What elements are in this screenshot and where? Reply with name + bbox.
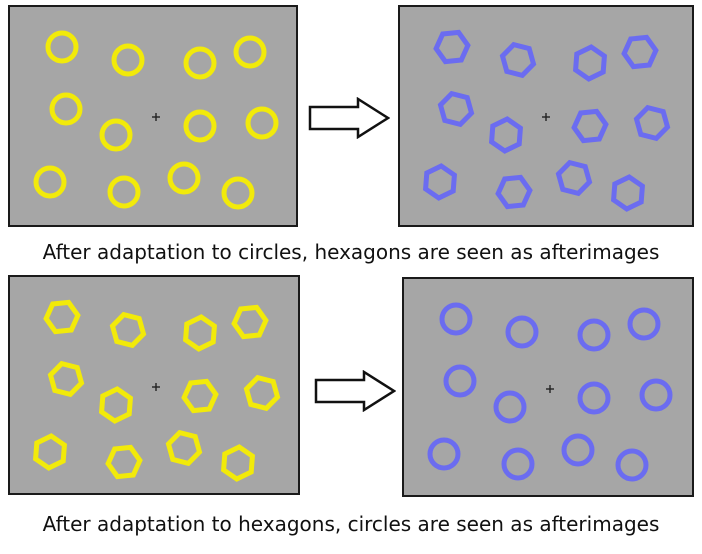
hexagon-shape	[43, 299, 81, 335]
circle-shape	[33, 165, 67, 199]
hexagon-shape	[231, 304, 269, 340]
caption-hexagons-to-circles: After adaptation to hexagons, circles ar…	[42, 512, 660, 536]
right-arrow-icon	[308, 97, 390, 139]
circle-shape	[427, 437, 461, 471]
circle-shape	[221, 176, 255, 210]
adapt-panel-hexagons-shapes	[32, 299, 281, 482]
adapt-panel-circles	[8, 5, 298, 227]
hexagon-shape	[243, 374, 281, 412]
afterimage-panel-circles	[402, 277, 694, 497]
circle-shape	[233, 35, 267, 69]
hexagon-shape	[181, 378, 219, 414]
circle-shape	[107, 175, 141, 209]
circle-shape	[443, 364, 477, 398]
hexagon-shape	[572, 44, 608, 82]
hexagon-shape	[437, 90, 475, 128]
circle-shape	[45, 30, 79, 64]
circle-shape	[183, 46, 217, 80]
hexagon-shape	[499, 41, 537, 79]
afterimage-panel-hexagons	[398, 5, 694, 227]
hexagon-shape	[555, 159, 593, 197]
fixation-cross-icon	[152, 383, 160, 391]
hexagon-shape	[47, 360, 85, 398]
adapt-panel-circles-shapes	[33, 30, 279, 210]
circle-shape	[561, 433, 595, 467]
circle-shape	[493, 390, 527, 424]
circle-shape	[99, 118, 133, 152]
circle-shape	[245, 106, 279, 140]
hexagon-shape	[165, 429, 203, 467]
circle-shape	[577, 318, 611, 352]
hexagon-shape	[633, 104, 671, 142]
hexagon-shape	[422, 163, 458, 201]
circle-shape	[639, 378, 673, 412]
hexagon-shape	[433, 29, 471, 65]
circle-shape	[505, 315, 539, 349]
caption-circles-to-hexagons: After adaptation to circles, hexagons ar…	[42, 240, 660, 264]
circle-shape	[439, 302, 473, 336]
circle-shape	[501, 447, 535, 481]
hexagon-shape	[109, 311, 147, 349]
adapt-panel-hexagons	[8, 275, 300, 495]
right-arrow-icon	[314, 370, 396, 412]
circle-shape	[577, 381, 611, 415]
hexagon-shape	[32, 433, 68, 471]
fixation-cross-icon	[542, 113, 550, 121]
afterimage-panel-hexagons-shapes	[422, 29, 671, 212]
hexagon-shape	[182, 314, 218, 352]
hexagon-shape	[488, 116, 524, 154]
circle-shape	[111, 43, 145, 77]
circle-shape	[167, 161, 201, 195]
circle-shape	[49, 92, 83, 126]
circle-shape	[183, 109, 217, 143]
hexagon-shape	[105, 444, 143, 480]
hexagon-shape	[220, 444, 256, 482]
hexagon-shape	[495, 174, 533, 210]
hexagon-shape	[621, 34, 659, 70]
circle-shape	[627, 307, 661, 341]
hexagon-shape	[98, 386, 134, 424]
fixation-cross-icon	[546, 385, 554, 393]
circle-shape	[615, 448, 649, 482]
fixation-cross-icon	[152, 113, 160, 121]
afterimage-panel-circles-shapes	[427, 302, 673, 482]
hexagon-shape	[571, 108, 609, 144]
hexagon-shape	[610, 174, 646, 212]
